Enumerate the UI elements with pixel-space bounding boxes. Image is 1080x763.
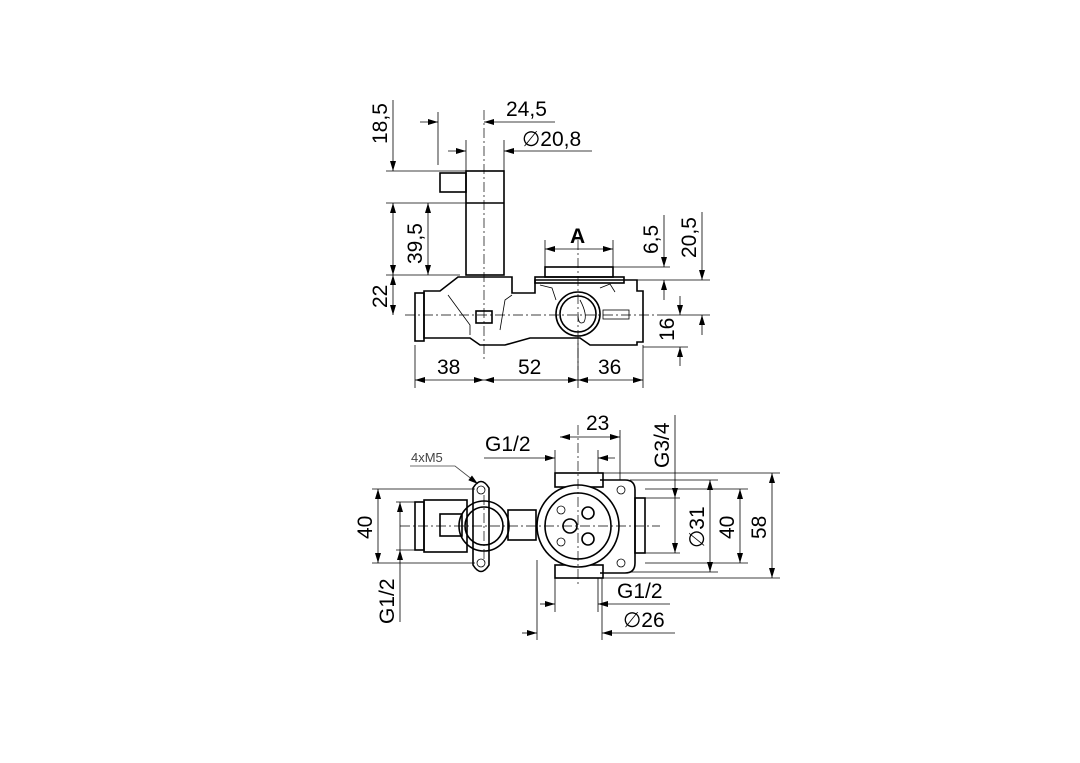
- dim-diameter-26: ∅26: [623, 609, 665, 632]
- dim-22: 22: [369, 285, 392, 308]
- dim-38: 38: [437, 356, 460, 379]
- top-view: 23 G1/2 G3/4 4xM5 40 G1/2 ∅31 40 58 G1/2…: [354, 412, 780, 640]
- dim-24-5: 24,5: [506, 98, 547, 121]
- dim-52: 52: [518, 356, 541, 379]
- dim-diameter-31: ∅31: [686, 506, 709, 548]
- dim-g1-2-left: G1/2: [376, 578, 399, 624]
- side-view: 18,5 24,5 ∅20,8 39,5 22 A 6,5 20,5 16 38…: [369, 98, 710, 388]
- dim-58: 58: [748, 516, 771, 539]
- dim-g1-2-top: G1/2: [485, 433, 531, 456]
- dim-18-5: 18,5: [369, 103, 392, 144]
- dim-g1-2-bottom: G1/2: [617, 580, 663, 603]
- dim-16: 16: [656, 318, 679, 341]
- dim-23: 23: [586, 412, 609, 435]
- dim-diameter-20-8: ∅20,8: [522, 128, 581, 151]
- dim-36: 36: [598, 356, 621, 379]
- dim-g3-4: G3/4: [651, 422, 674, 468]
- dim-20-5: 20,5: [678, 217, 701, 258]
- dim-39-5: 39,5: [404, 223, 427, 264]
- thread-4xm5-label: 4xM5: [411, 450, 443, 465]
- dim-40-right: 40: [716, 516, 739, 539]
- dim-40-left: 40: [354, 516, 377, 539]
- dim-a: A: [570, 225, 585, 248]
- dim-6-5: 6,5: [640, 225, 663, 254]
